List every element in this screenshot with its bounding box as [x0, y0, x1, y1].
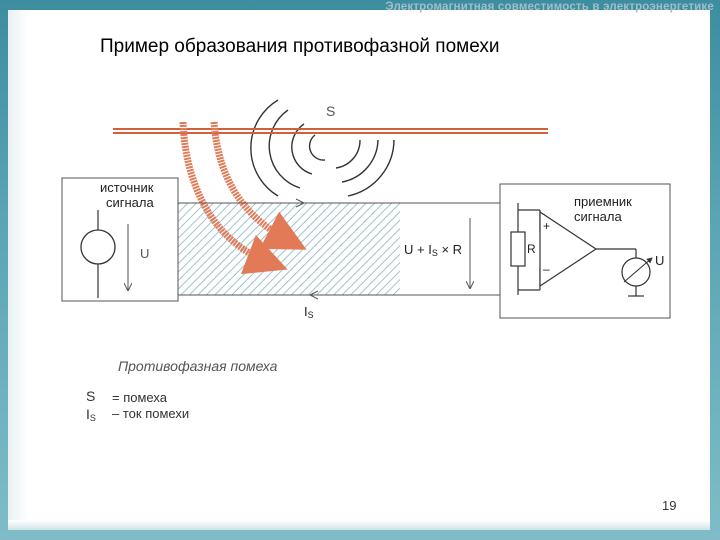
source-box [61, 177, 179, 302]
legend-sign-2: – [112, 406, 120, 421]
receiver-label-line1: приемник [574, 194, 632, 209]
slide-title: Пример образования противофазной помехи [100, 36, 500, 57]
sum-voltage-suffix: × R [437, 242, 463, 257]
plus-label: + [543, 219, 551, 233]
header-title: Электромагнитная совместимость в электро… [385, 1, 714, 13]
field-label: S [326, 103, 336, 119]
legend-text-1: помеха [123, 390, 167, 405]
source-label-line2: сигнала [106, 195, 154, 210]
legend-val-2: – ток помехи [112, 406, 189, 421]
bottom-current-arrow [308, 290, 319, 300]
receiver-voltage-label: U [655, 253, 665, 268]
legend-key-2-sub: S [89, 413, 96, 423]
current-main: I [304, 304, 308, 319]
receiver-circuit [510, 203, 653, 297]
left-decor-strip [8, 10, 30, 530]
legend-key-2-main: I [86, 406, 90, 422]
resistor-label: R [527, 242, 536, 256]
diagram-subtitle: Противофазная помеха [118, 358, 278, 374]
legend-key-1-main: S [86, 388, 96, 404]
power-line [113, 128, 548, 134]
field-waves [250, 99, 395, 197]
legend-text-2: ток помехи [122, 406, 190, 421]
source-label: источник сигнала [100, 180, 154, 210]
receiver-label: приемник сигнала [574, 194, 632, 224]
sum-voltage-label: U + IS × R [404, 242, 462, 261]
legend-key-2: IS [86, 406, 96, 423]
sum-voltage-prefix: U + I [404, 242, 432, 257]
current-sub: S [307, 310, 314, 320]
current-label: IS [304, 304, 314, 323]
legend-val-1: = помеха [112, 390, 167, 405]
op-amp [539, 210, 598, 288]
page-number: 19 [662, 498, 677, 513]
sum-voltage-sub: S [431, 248, 438, 258]
coupling-arrows [179, 121, 307, 275]
legend-sign-1: = [112, 390, 120, 405]
legend-key-1: S [86, 388, 95, 404]
minus-label: – [543, 262, 550, 276]
receiver-label-line2: сигнала [574, 209, 622, 224]
bottom-decor-strip [8, 520, 710, 530]
top-current-arrow [295, 198, 306, 208]
source-label-line1: источник [100, 180, 154, 195]
source-voltage-label: U [140, 246, 150, 261]
resistor [510, 231, 526, 267]
source-generator [80, 229, 116, 265]
